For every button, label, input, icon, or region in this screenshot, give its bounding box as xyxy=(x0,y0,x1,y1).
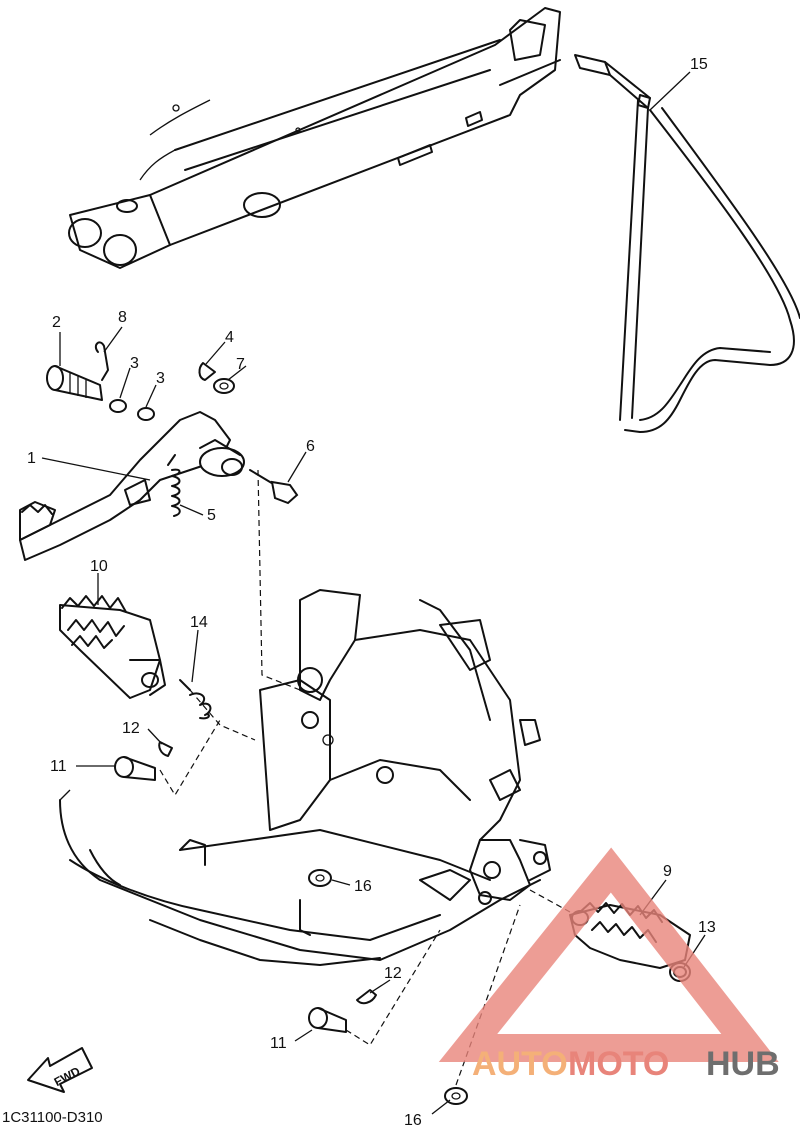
callout-numbers: 2 8 4 3 3 7 1 6 5 10 14 12 11 16 15 9 13… xyxy=(27,56,716,1127)
pivot-bolt xyxy=(46,365,103,401)
clip xyxy=(94,341,109,381)
swingarm xyxy=(68,7,561,269)
callout-3b: 3 xyxy=(156,370,165,387)
callout-10: 10 xyxy=(90,558,108,575)
callout-2: 2 xyxy=(52,314,61,331)
watermark-auto: AUTO xyxy=(472,1045,568,1083)
callout-3a: 3 xyxy=(130,355,139,372)
callout-7: 7 xyxy=(236,356,245,373)
rear-stand xyxy=(574,54,800,433)
callout-16a: 16 xyxy=(354,878,372,895)
watermark-logo: AUTO MOTO HUB xyxy=(438,847,780,1083)
callout-12b: 12 xyxy=(384,965,402,982)
fwd-arrow: FWD xyxy=(27,1047,93,1093)
footrest-pin-left xyxy=(114,756,156,781)
callout-6: 6 xyxy=(306,438,315,455)
footrest-pin-lower xyxy=(308,1007,347,1033)
callout-11b: 11 xyxy=(270,1035,287,1052)
diagram-code: 1C31100-D310 xyxy=(2,1109,103,1126)
fwd-label: FWD xyxy=(52,1064,83,1089)
callout-12a: 12 xyxy=(122,720,140,737)
callout-9: 9 xyxy=(663,863,672,880)
callout-4: 4 xyxy=(225,329,234,346)
washer xyxy=(213,378,235,394)
cotter-pin-left xyxy=(158,741,173,757)
watermark-moto: MOTO xyxy=(568,1045,669,1083)
washer-16-upper xyxy=(308,869,332,887)
frame xyxy=(59,589,551,966)
brake-pedal xyxy=(19,411,245,561)
footrest-spring-left xyxy=(179,679,212,720)
callout-14: 14 xyxy=(190,614,208,631)
callout-13: 13 xyxy=(698,919,716,936)
callout-16b: 16 xyxy=(404,1112,422,1127)
o-ring-a xyxy=(109,399,127,413)
callout-15: 15 xyxy=(690,56,708,73)
footrest-left xyxy=(59,595,166,699)
leader-lines xyxy=(41,71,706,1115)
callout-8: 8 xyxy=(118,309,127,326)
bolt xyxy=(249,469,299,505)
cotter-pin-lower xyxy=(356,989,377,1005)
washer-16-lower xyxy=(444,1087,468,1105)
cotter-pin xyxy=(198,362,216,381)
return-spring xyxy=(167,454,181,517)
watermark-hub: HUB xyxy=(706,1045,780,1083)
callout-1: 1 xyxy=(27,450,36,467)
watermark-triangle xyxy=(438,847,779,1062)
callout-5: 5 xyxy=(207,507,216,524)
callout-11a: 11 xyxy=(50,758,67,775)
o-ring-b xyxy=(137,407,155,421)
